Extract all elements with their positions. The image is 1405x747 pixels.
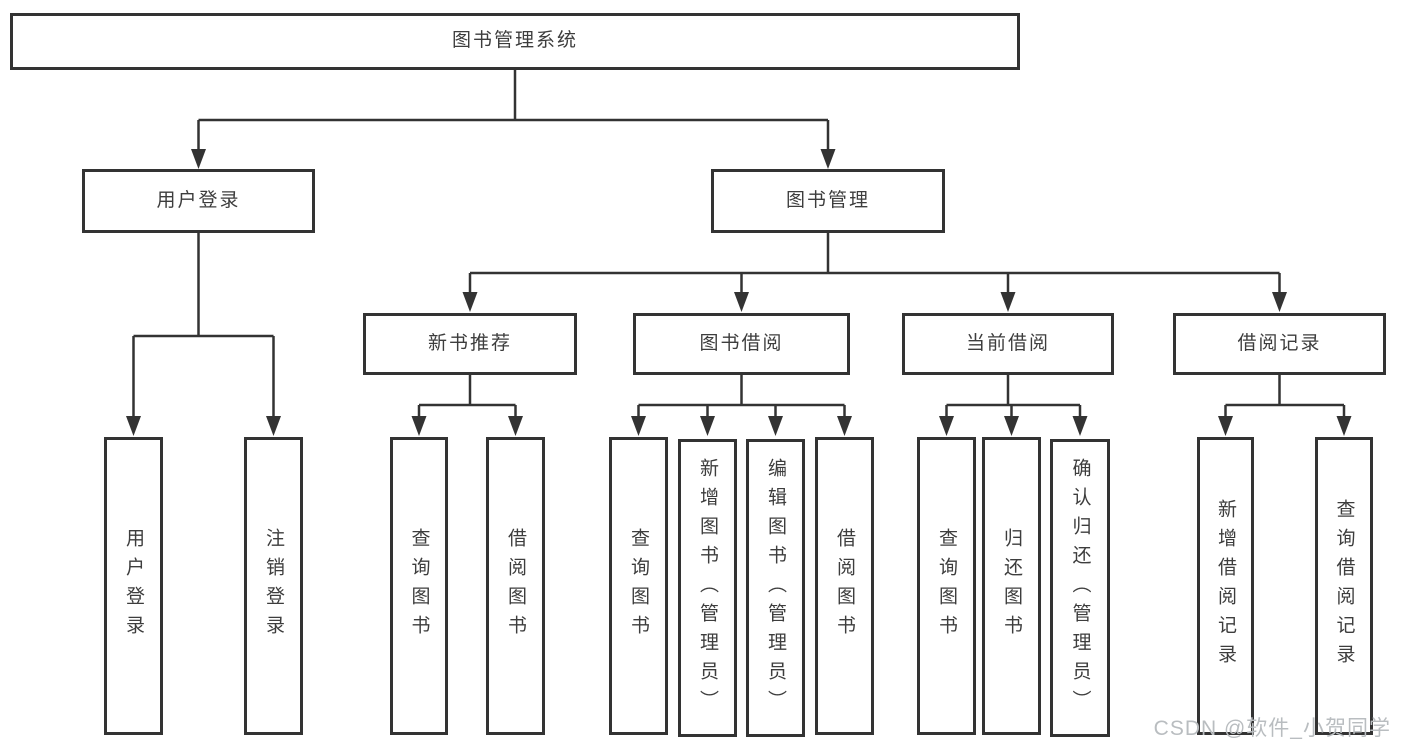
- arrow-down-icon: [1004, 416, 1019, 436]
- node-new-book-recommendation: 新书推荐: [363, 313, 577, 375]
- node-book-borrowing: 图书借阅: [633, 313, 850, 375]
- node-label: 注销登录: [263, 528, 284, 644]
- node-label: 图书管理系统: [451, 30, 578, 52]
- node-label: 用户登录: [123, 528, 144, 644]
- arrow-down-icon: [191, 149, 206, 169]
- arrow-down-icon: [939, 416, 954, 436]
- node-user-login: 用户登录: [82, 169, 315, 233]
- leaf-add-borrow-record: 新增借阅记录: [1197, 437, 1254, 735]
- leaf-borrow-books: 借阅图书: [815, 437, 874, 735]
- node-label: 查询图书: [628, 528, 649, 644]
- arrow-down-icon: [820, 149, 836, 169]
- node-label: 查询图书: [936, 528, 957, 644]
- arrow-heads: [126, 149, 1352, 436]
- node-label: 借阅记录: [1237, 332, 1322, 354]
- node-label: 图书管理: [785, 189, 870, 211]
- node-label: 当前借阅: [965, 332, 1050, 354]
- arrow-down-icon: [1072, 416, 1088, 436]
- node-label: 图书借阅: [699, 332, 784, 354]
- arrow-down-icon: [631, 416, 646, 436]
- node-library-management-system: 图书管理系统: [10, 13, 1020, 70]
- arrow-down-icon: [700, 416, 715, 436]
- arrow-down-icon: [1272, 292, 1287, 312]
- node-label: 确认归还（管理员）: [1069, 457, 1091, 719]
- leaf-query-borrow-record: 查询借阅记录: [1315, 437, 1373, 735]
- leaf-user-login: 用户登录: [104, 437, 163, 735]
- node-label: 新增图书（管理员）: [697, 457, 718, 719]
- leaf-query-books-borrow: 查询图书: [609, 437, 668, 735]
- tree-edges: [132, 68, 1346, 422]
- arrow-down-icon: [508, 416, 523, 436]
- leaf-query-books-recommend: 查询图书: [390, 437, 448, 735]
- node-label: 借阅图书: [834, 528, 855, 644]
- leaf-edit-book-admin: 编辑图书（管理员）: [746, 439, 805, 737]
- leaf-borrow-books-recommend: 借阅图书: [486, 437, 545, 735]
- csdn-watermark: CSDN @软件_小贺同学: [1153, 717, 1391, 740]
- arrow-down-icon: [411, 416, 427, 436]
- node-current-borrowing: 当前借阅: [902, 313, 1114, 375]
- node-borrowing-records: 借阅记录: [1173, 313, 1386, 375]
- arrow-down-icon: [837, 416, 852, 436]
- leaf-confirm-return-admin: 确认归还（管理员）: [1050, 439, 1110, 737]
- node-label: 编辑图书（管理员）: [765, 457, 786, 719]
- node-label: 用户登录: [156, 189, 241, 211]
- arrow-down-icon: [768, 416, 783, 436]
- node-label: 查询借阅记录: [1333, 499, 1355, 673]
- node-label: 新书推荐: [427, 332, 512, 354]
- node-label: 查询图书: [408, 528, 430, 644]
- arrow-down-icon: [1000, 292, 1016, 312]
- arrow-down-icon: [1336, 416, 1352, 436]
- arrow-down-icon: [734, 292, 749, 312]
- leaf-add-book-admin: 新增图书（管理员）: [678, 439, 737, 737]
- node-book-management: 图书管理: [711, 169, 945, 233]
- arrow-down-icon: [266, 416, 281, 436]
- arrow-down-icon: [462, 292, 478, 312]
- leaf-logout: 注销登录: [244, 437, 303, 735]
- leaf-return-books: 归还图书: [982, 437, 1041, 735]
- arrow-down-icon: [126, 416, 141, 436]
- node-label: 新增借阅记录: [1215, 499, 1236, 673]
- leaf-query-books-current: 查询图书: [917, 437, 976, 735]
- node-label: 借阅图书: [505, 528, 526, 644]
- arrow-down-icon: [1218, 416, 1233, 436]
- node-label: 归还图书: [1001, 528, 1022, 644]
